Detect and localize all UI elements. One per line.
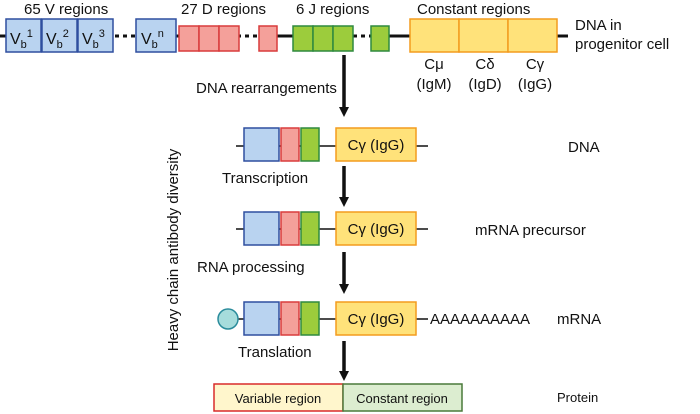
c-gamma-label: Cγ xyxy=(526,56,545,73)
header-j-regions: 6 J regions xyxy=(296,1,369,18)
rearranged-dna-c xyxy=(335,127,417,162)
header-d-regions: 27 D regions xyxy=(181,1,266,18)
precursor-c xyxy=(335,211,417,246)
c-segment-gamma xyxy=(507,18,558,53)
germline-dna: Vb1 Vb2 Vb3 Vbn xyxy=(0,18,568,53)
c-delta-isotype: (IgD) xyxy=(468,76,501,93)
header-v-regions: 65 V regions xyxy=(24,1,108,18)
stage-mrna-label: mRNA xyxy=(557,311,601,328)
c-mu-label: Cμ xyxy=(424,56,443,73)
step-processing-label: RNA processing xyxy=(197,259,305,276)
header-constant-regions: Constant regions xyxy=(417,1,530,18)
protein: Variable region Constant region xyxy=(213,383,463,412)
d-segment-n xyxy=(258,25,278,52)
rearranged-dna-j xyxy=(300,127,320,162)
v-segment-3-label: Vb3 xyxy=(82,28,105,51)
step-rearrangement-label: DNA rearrangements xyxy=(196,80,337,97)
v-segment-3: Vb3 xyxy=(77,18,114,53)
side-label-heavy-chain: Heavy chain antibody diversity xyxy=(165,148,182,351)
stage-protein-label: Protein xyxy=(557,390,598,405)
precursor-d xyxy=(280,211,300,246)
precursor-c-label: Cγ (IgG) xyxy=(348,221,405,238)
precursor-j xyxy=(300,211,320,246)
mrna-j xyxy=(300,301,320,336)
c-delta-label: Cδ xyxy=(475,56,494,73)
v-segment-2-label: Vb2 xyxy=(46,28,69,51)
mrna-c-label: Cγ (IgG) xyxy=(348,311,405,328)
v-segment-2: Vb2 xyxy=(41,18,78,53)
c-segment-delta xyxy=(458,18,509,53)
dna-progenitor-label-line2: progenitor cell xyxy=(575,36,669,53)
step-transcription-label: Transcription xyxy=(222,170,308,187)
rearranged-dna-d xyxy=(280,127,300,162)
j-segment-2 xyxy=(312,25,334,52)
step-translation-label: Translation xyxy=(238,344,312,361)
v-segment-n: Vbn xyxy=(135,18,177,53)
rearranged-dna: Cγ (IgG) xyxy=(236,127,428,162)
d-segment-3 xyxy=(218,25,240,52)
stage-precursor-label: mRNA precursor xyxy=(475,222,586,239)
rearranged-dna-c-label: Cγ (IgG) xyxy=(348,137,405,154)
protein-constant-label: Constant region xyxy=(356,391,448,406)
j-segment-1 xyxy=(292,25,314,52)
mature-mrna: Cγ (IgG) AAAAAAAAAA xyxy=(217,301,530,336)
precursor-v xyxy=(243,211,280,246)
mrna-c xyxy=(335,301,417,336)
mrna-precursor: Cγ (IgG) xyxy=(236,211,428,246)
mrna-cap-icon xyxy=(217,308,239,330)
d-segment-2 xyxy=(198,25,220,52)
mrna-v xyxy=(243,301,280,336)
c-segment-mu xyxy=(409,18,460,53)
v-segment-n-label: Vbn xyxy=(141,28,164,51)
protein-constant-region xyxy=(342,383,463,412)
j-segment-n xyxy=(370,25,390,52)
polya-tail: AAAAAAAAAA xyxy=(430,311,530,328)
v-segment-1: Vb1 xyxy=(5,18,42,53)
v-segment-1-label: Vb1 xyxy=(10,28,33,51)
j-segment-3 xyxy=(332,25,354,52)
mrna-d xyxy=(280,301,300,336)
d-segment-1 xyxy=(178,25,200,52)
c-gamma-isotype: (IgG) xyxy=(518,76,552,93)
dna-progenitor-label-line1: DNA in xyxy=(575,17,622,34)
stage-dna-label: DNA xyxy=(568,139,600,156)
c-mu-isotype: (IgM) xyxy=(417,76,452,93)
protein-variable-label: Variable region xyxy=(235,391,321,406)
rearranged-dna-v xyxy=(243,127,280,162)
